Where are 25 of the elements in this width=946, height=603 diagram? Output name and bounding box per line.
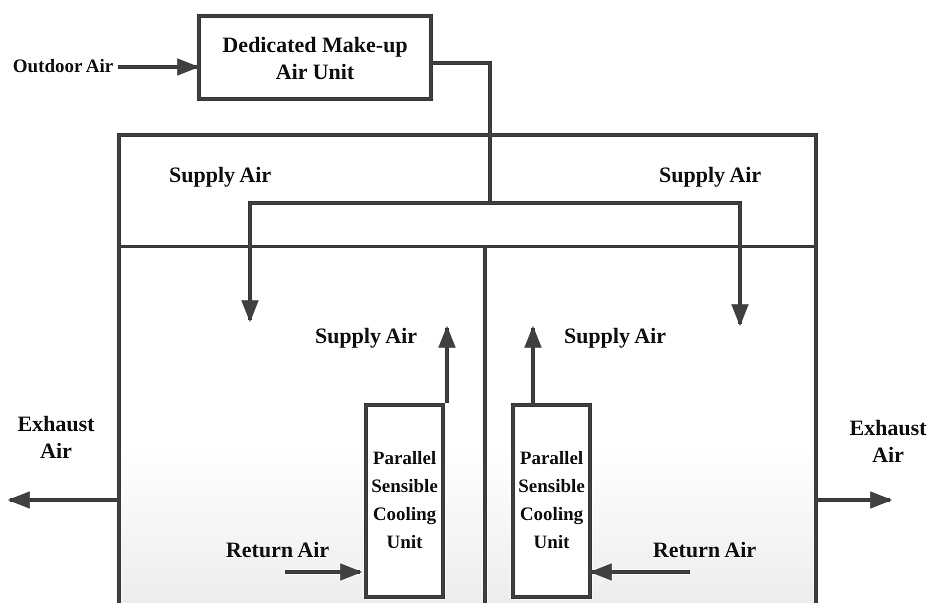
plenum-box	[117, 133, 818, 249]
unit-box	[511, 403, 592, 599]
zone-label: Supply Air	[169, 161, 272, 188]
zone-label: Supply Air	[659, 161, 762, 188]
room-box	[487, 248, 818, 603]
source-label: Outdoor Air	[12, 55, 114, 79]
room-box	[117, 248, 487, 603]
arrow	[118, 58, 200, 76]
unit-label: Parallel Sensible Cooling Unit	[517, 447, 586, 555]
unit-box	[197, 14, 433, 101]
edge-label: Exhaust Air	[848, 414, 928, 468]
arrow	[8, 491, 117, 509]
edge-label: Exhaust Air	[16, 410, 96, 464]
unit-label: Parallel Sensible Cooling Unit	[370, 447, 439, 555]
unit-label: Dedicated Make-up Air Unit	[221, 30, 409, 84]
edge-label: Return Air	[652, 536, 758, 563]
arrow	[438, 326, 456, 403]
edge-label: Supply Air	[314, 322, 418, 349]
arrow	[285, 563, 362, 581]
arrow	[590, 563, 690, 581]
edge-label: Supply Air	[562, 322, 668, 349]
unit-box	[364, 403, 445, 599]
arrow	[818, 491, 892, 509]
edge-label: Return Air	[224, 536, 330, 563]
arrow	[524, 326, 542, 403]
